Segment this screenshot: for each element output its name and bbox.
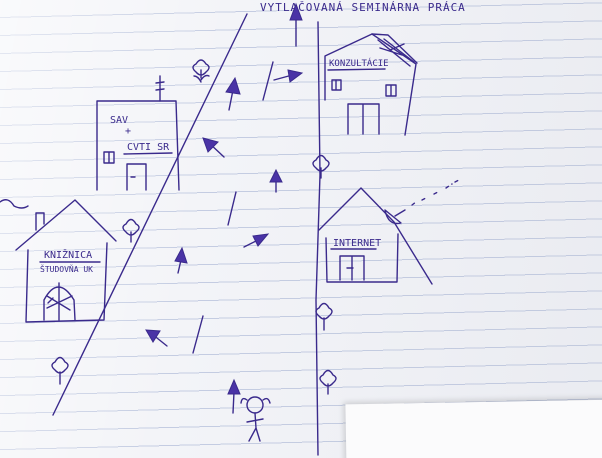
internet-label: INTERNET [333,238,381,249]
road-right-edge [315,21,321,456]
arrow-up-left-icon [145,329,168,347]
stick-figure [240,396,271,442]
flower-icon [192,59,210,83]
flower-icon [122,218,140,243]
arrow-right-icon [273,69,304,83]
road-center-dashes [192,61,274,354]
flower-icon [312,154,330,179]
sav-label-line2: + [125,126,131,137]
arrow-up-left-icon [202,137,225,158]
paper-card [345,399,602,458]
arrows [145,2,304,414]
building-kniznica [0,199,117,323]
kniznica-label-line1: KNIŽNICA [44,248,92,261]
building-internet [318,179,460,285]
building-konzultacie [324,33,418,136]
arrow-up-icon [289,2,303,47]
arrow-up-icon [174,246,188,274]
konzultacie-label: KONZULTÁCIE [329,57,389,69]
title-text: VYTLAČOVANÁ SEMINÁRNA PRÁCA [260,1,466,14]
flower-icon [51,356,69,385]
sav-label-line3: CVTI SR [127,142,170,153]
arrow-up-icon [225,76,241,111]
road-left-edge [52,13,248,416]
sav-label-line1: SAV [110,115,128,126]
flower-icon [319,369,337,395]
flower-icon [315,302,333,331]
arrow-up-icon [227,378,241,414]
arrow-up-icon [269,168,283,193]
building-sav [96,75,180,191]
kniznica-label-line2: ŠTUDOVŇA UK [40,263,93,274]
arrow-up-right-icon [243,233,270,248]
